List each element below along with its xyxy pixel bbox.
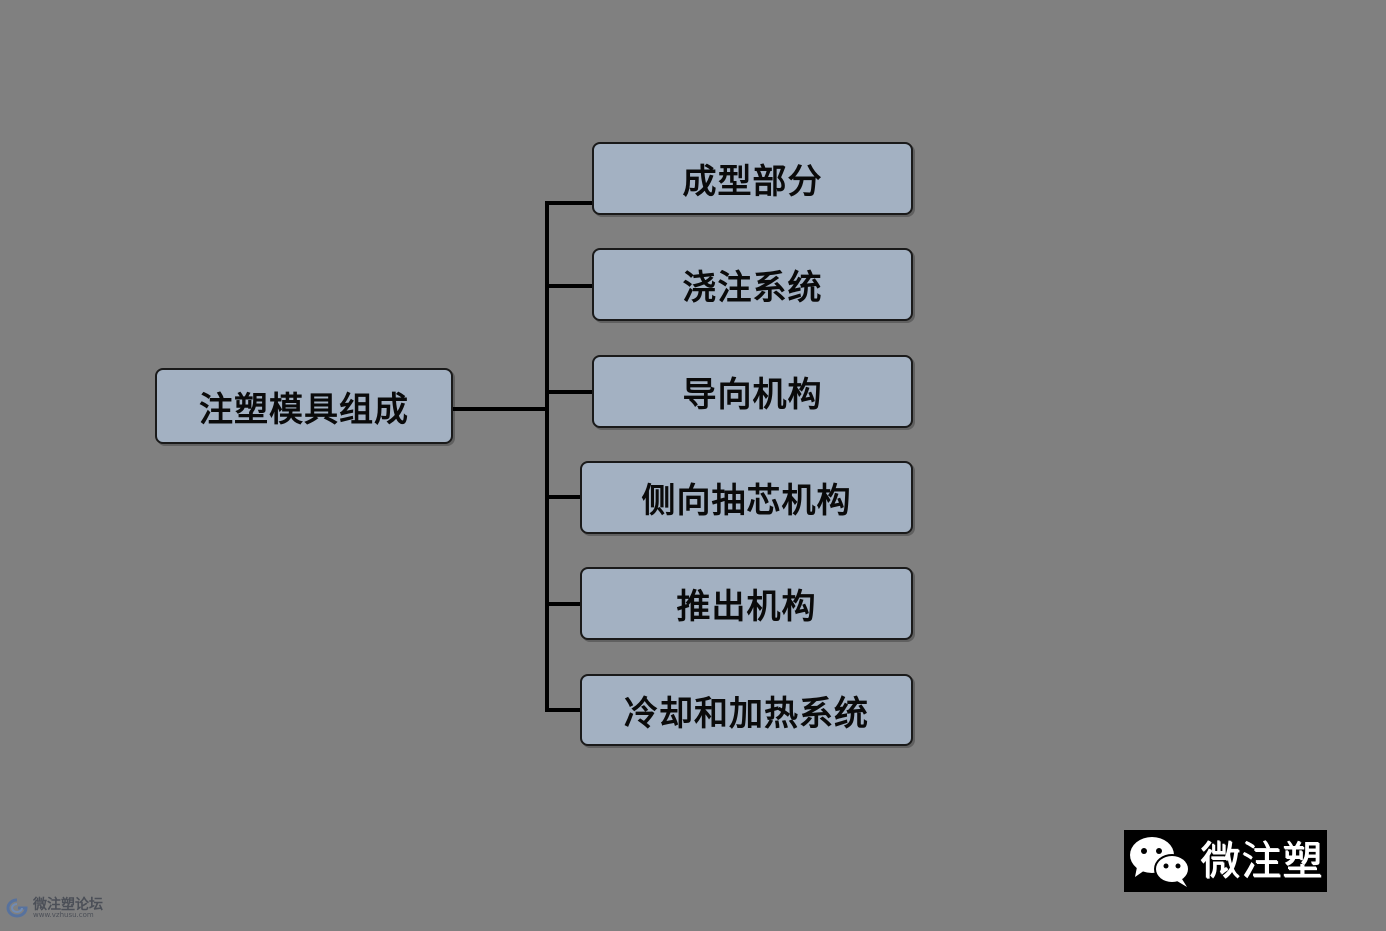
forum-url: www.vzhusu.com <box>33 910 94 919</box>
child-node-1: 成型部分 <box>592 142 913 215</box>
child-node-label: 浇注系统 <box>682 268 823 308</box>
forum-name: 微注塑论坛 <box>33 896 103 913</box>
child-node-label: 导向机构 <box>682 375 823 415</box>
root-node-label: 注塑模具组成 <box>199 389 409 430</box>
brand-name: 微注塑 <box>1196 830 1327 892</box>
child-node-label: 推出机构 <box>676 587 817 627</box>
child-node-label: 冷却和加热系统 <box>624 693 869 734</box>
wechat-logo: 微注塑 <box>1124 830 1336 892</box>
child-node-5: 推出机构 <box>580 567 913 640</box>
child-node-2: 浇注系统 <box>592 248 913 321</box>
wechat-icon <box>1124 830 1196 892</box>
forum-logo-icon <box>6 898 28 918</box>
child-node-6: 冷却和加热系统 <box>580 674 913 746</box>
forum-watermark: 微注塑论坛 www.vzhusu.com <box>4 897 103 919</box>
child-node-4: 侧向抽芯机构 <box>580 461 913 534</box>
root-node: 注塑模具组成 <box>155 368 453 444</box>
child-node-label: 侧向抽芯机构 <box>641 481 852 521</box>
child-node-3: 导向机构 <box>592 355 913 428</box>
child-node-label: 成型部分 <box>682 162 823 202</box>
